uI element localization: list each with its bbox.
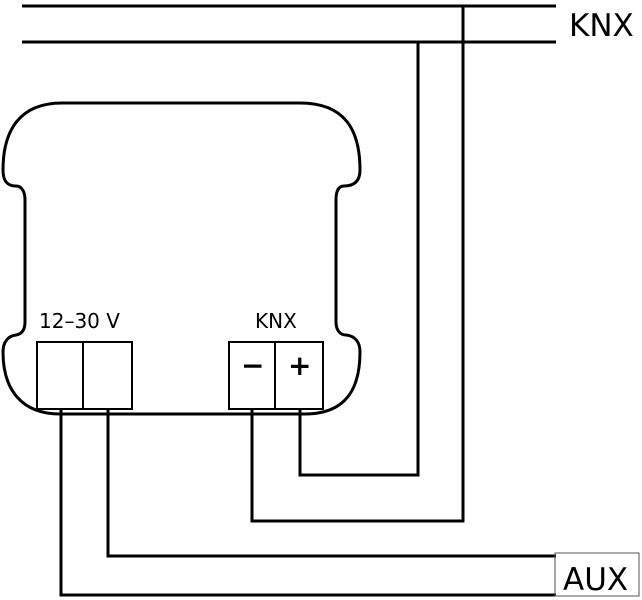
- power-terminal-label: 12–30 V: [39, 309, 120, 333]
- device-body: [1, 101, 362, 416]
- power-terminal-1: [36, 341, 84, 410]
- knx-minus-wire: [250, 6, 465, 523]
- aux-wire-2: [106, 409, 556, 558]
- aux-label: AUX: [563, 562, 628, 598]
- power-terminal-2: [82, 341, 133, 410]
- minus-label: −: [241, 349, 264, 382]
- knx-terminal-plus: [274, 341, 324, 410]
- knx-terminal-minus: [228, 341, 276, 410]
- bus-knx-label: KNX: [569, 8, 634, 44]
- knx-plus-wire: [298, 42, 420, 477]
- aux-wire-1: [59, 409, 556, 597]
- knx-terminal-label: KNX: [255, 309, 297, 333]
- aux-label-box: [554, 552, 640, 597]
- plus-label: +: [288, 349, 311, 382]
